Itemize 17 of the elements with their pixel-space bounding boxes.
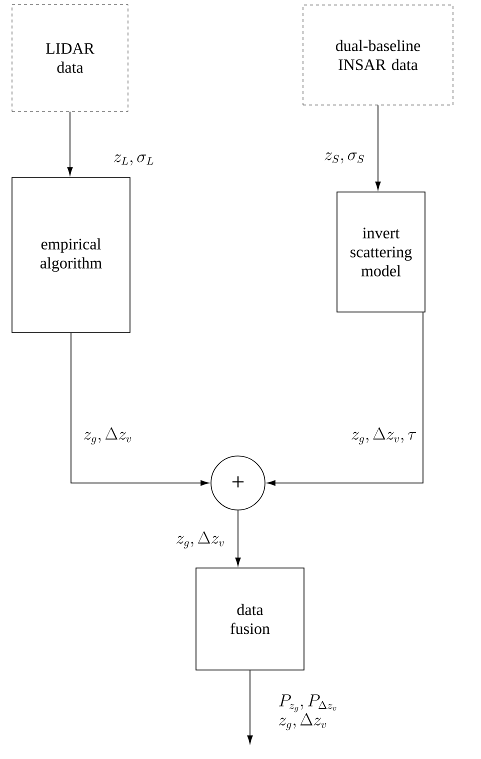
edge-label: $\begin{array}{l}P_{z_g},P_{\Delta z_v}\\ z_g,\Delta z_v\end{array}$	[272, 692, 344, 732]
process-box: data fusion	[196, 568, 304, 670]
arrow	[267, 312, 424, 486]
arrow	[70, 332, 209, 486]
arrow	[235, 510, 241, 566]
process-box: empirical algorithm	[12, 177, 130, 333]
edge-label: $z_g,\Delta z_v$	[174, 530, 226, 550]
arrow	[375, 104, 381, 190]
edge-label: $z_g,\Delta z_v,\tau$	[350, 426, 418, 446]
edge-label: $z_L,\sigma_L$	[112, 154, 156, 166]
data-source-box: dual-baseline INSAR data	[302, 4, 454, 106]
edge-label: $z_g,\Delta z_v$	[82, 426, 134, 446]
arrow	[67, 111, 73, 176]
data-source-box: LIDAR data	[12, 4, 128, 112]
edge-label: $z_S,\sigma_S$	[323, 152, 366, 164]
process-box: invert scattering model	[336, 192, 426, 312]
arrow	[247, 670, 253, 744]
